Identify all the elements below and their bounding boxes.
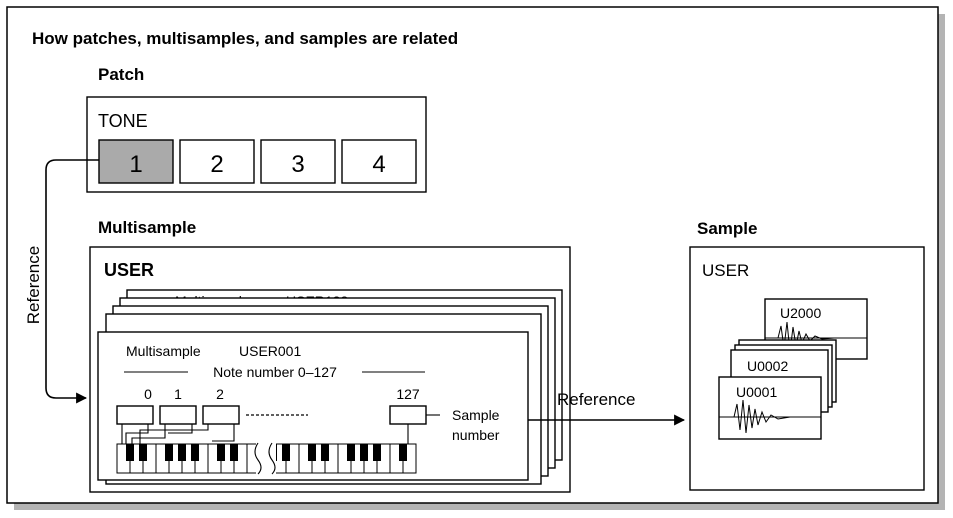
sample-heading: Sample <box>697 219 757 238</box>
black-key <box>347 444 355 461</box>
black-key <box>399 444 407 461</box>
sample-card-label: U2000 <box>780 305 821 321</box>
keyboard-break-mark <box>254 442 262 475</box>
sample-section: Sample USER U2000 U0002 U0001 <box>689 219 925 491</box>
note-number: 0 <box>144 386 152 402</box>
sample-number-label: number <box>452 427 500 443</box>
black-key <box>139 444 147 461</box>
black-key <box>165 444 173 461</box>
black-key <box>282 444 290 461</box>
keyboard-break <box>256 443 276 474</box>
slot-key-bracket <box>121 424 149 444</box>
sample-slot <box>202 405 240 425</box>
reference-label-left: Reference <box>24 246 43 324</box>
tone-number: 4 <box>372 151 385 178</box>
tone-box-4: 4 <box>341 139 417 184</box>
reference-arrow-left <box>45 159 99 404</box>
note-number: 2 <box>216 386 224 402</box>
front-card-name: USER001 <box>239 343 301 359</box>
patch-heading: Patch <box>98 65 144 84</box>
note-range-label: Note number 0–127 <box>213 364 337 380</box>
tone-number: 3 <box>291 151 304 178</box>
patch-section: Patch TONE 1 2 3 4 <box>86 65 427 193</box>
tone-number: 1 <box>129 151 142 178</box>
tone-number: 2 <box>210 151 223 178</box>
black-key <box>230 444 238 461</box>
black-key <box>217 444 225 461</box>
sample-slot <box>116 405 154 425</box>
black-key <box>178 444 186 461</box>
multisample-bank-label: USER <box>104 260 154 280</box>
black-key <box>373 444 381 461</box>
black-key <box>360 444 368 461</box>
sample-card-label: U0001 <box>736 384 777 400</box>
tone-label: TONE <box>98 111 148 131</box>
tone-box-2: 2 <box>179 139 255 184</box>
multisample-section: Multisample USER Multisample USER128 Mul… <box>89 218 571 493</box>
black-key <box>308 444 316 461</box>
diagram-title: How patches, multisamples, and samples a… <box>32 29 458 48</box>
tone-box-3: 3 <box>260 139 336 184</box>
sample-slot <box>389 405 427 425</box>
black-key <box>126 444 134 461</box>
multisample-heading: Multisample <box>98 218 196 237</box>
slot-key-bracket <box>139 424 235 444</box>
sample-bank-label: USER <box>702 261 749 280</box>
note-number: 1 <box>174 386 182 402</box>
sample-slot <box>159 405 197 425</box>
keyboard-break-mark <box>268 442 276 475</box>
black-key <box>321 444 329 461</box>
front-card-prefix: Multisample <box>126 343 201 359</box>
waveform-icon <box>728 399 806 434</box>
waveform-icon <box>772 321 850 353</box>
sample-card-u0001: U0001 <box>718 376 822 440</box>
black-key <box>191 444 199 461</box>
slot-key-bracket <box>131 424 193 444</box>
sample-number-label: Sample <box>452 407 500 423</box>
reference-label-right: Reference <box>557 390 635 409</box>
note-number: 127 <box>396 386 420 402</box>
tone-box-1: 1 <box>98 139 174 184</box>
sample-card-label: U0002 <box>747 358 788 374</box>
keyboard <box>116 443 417 474</box>
